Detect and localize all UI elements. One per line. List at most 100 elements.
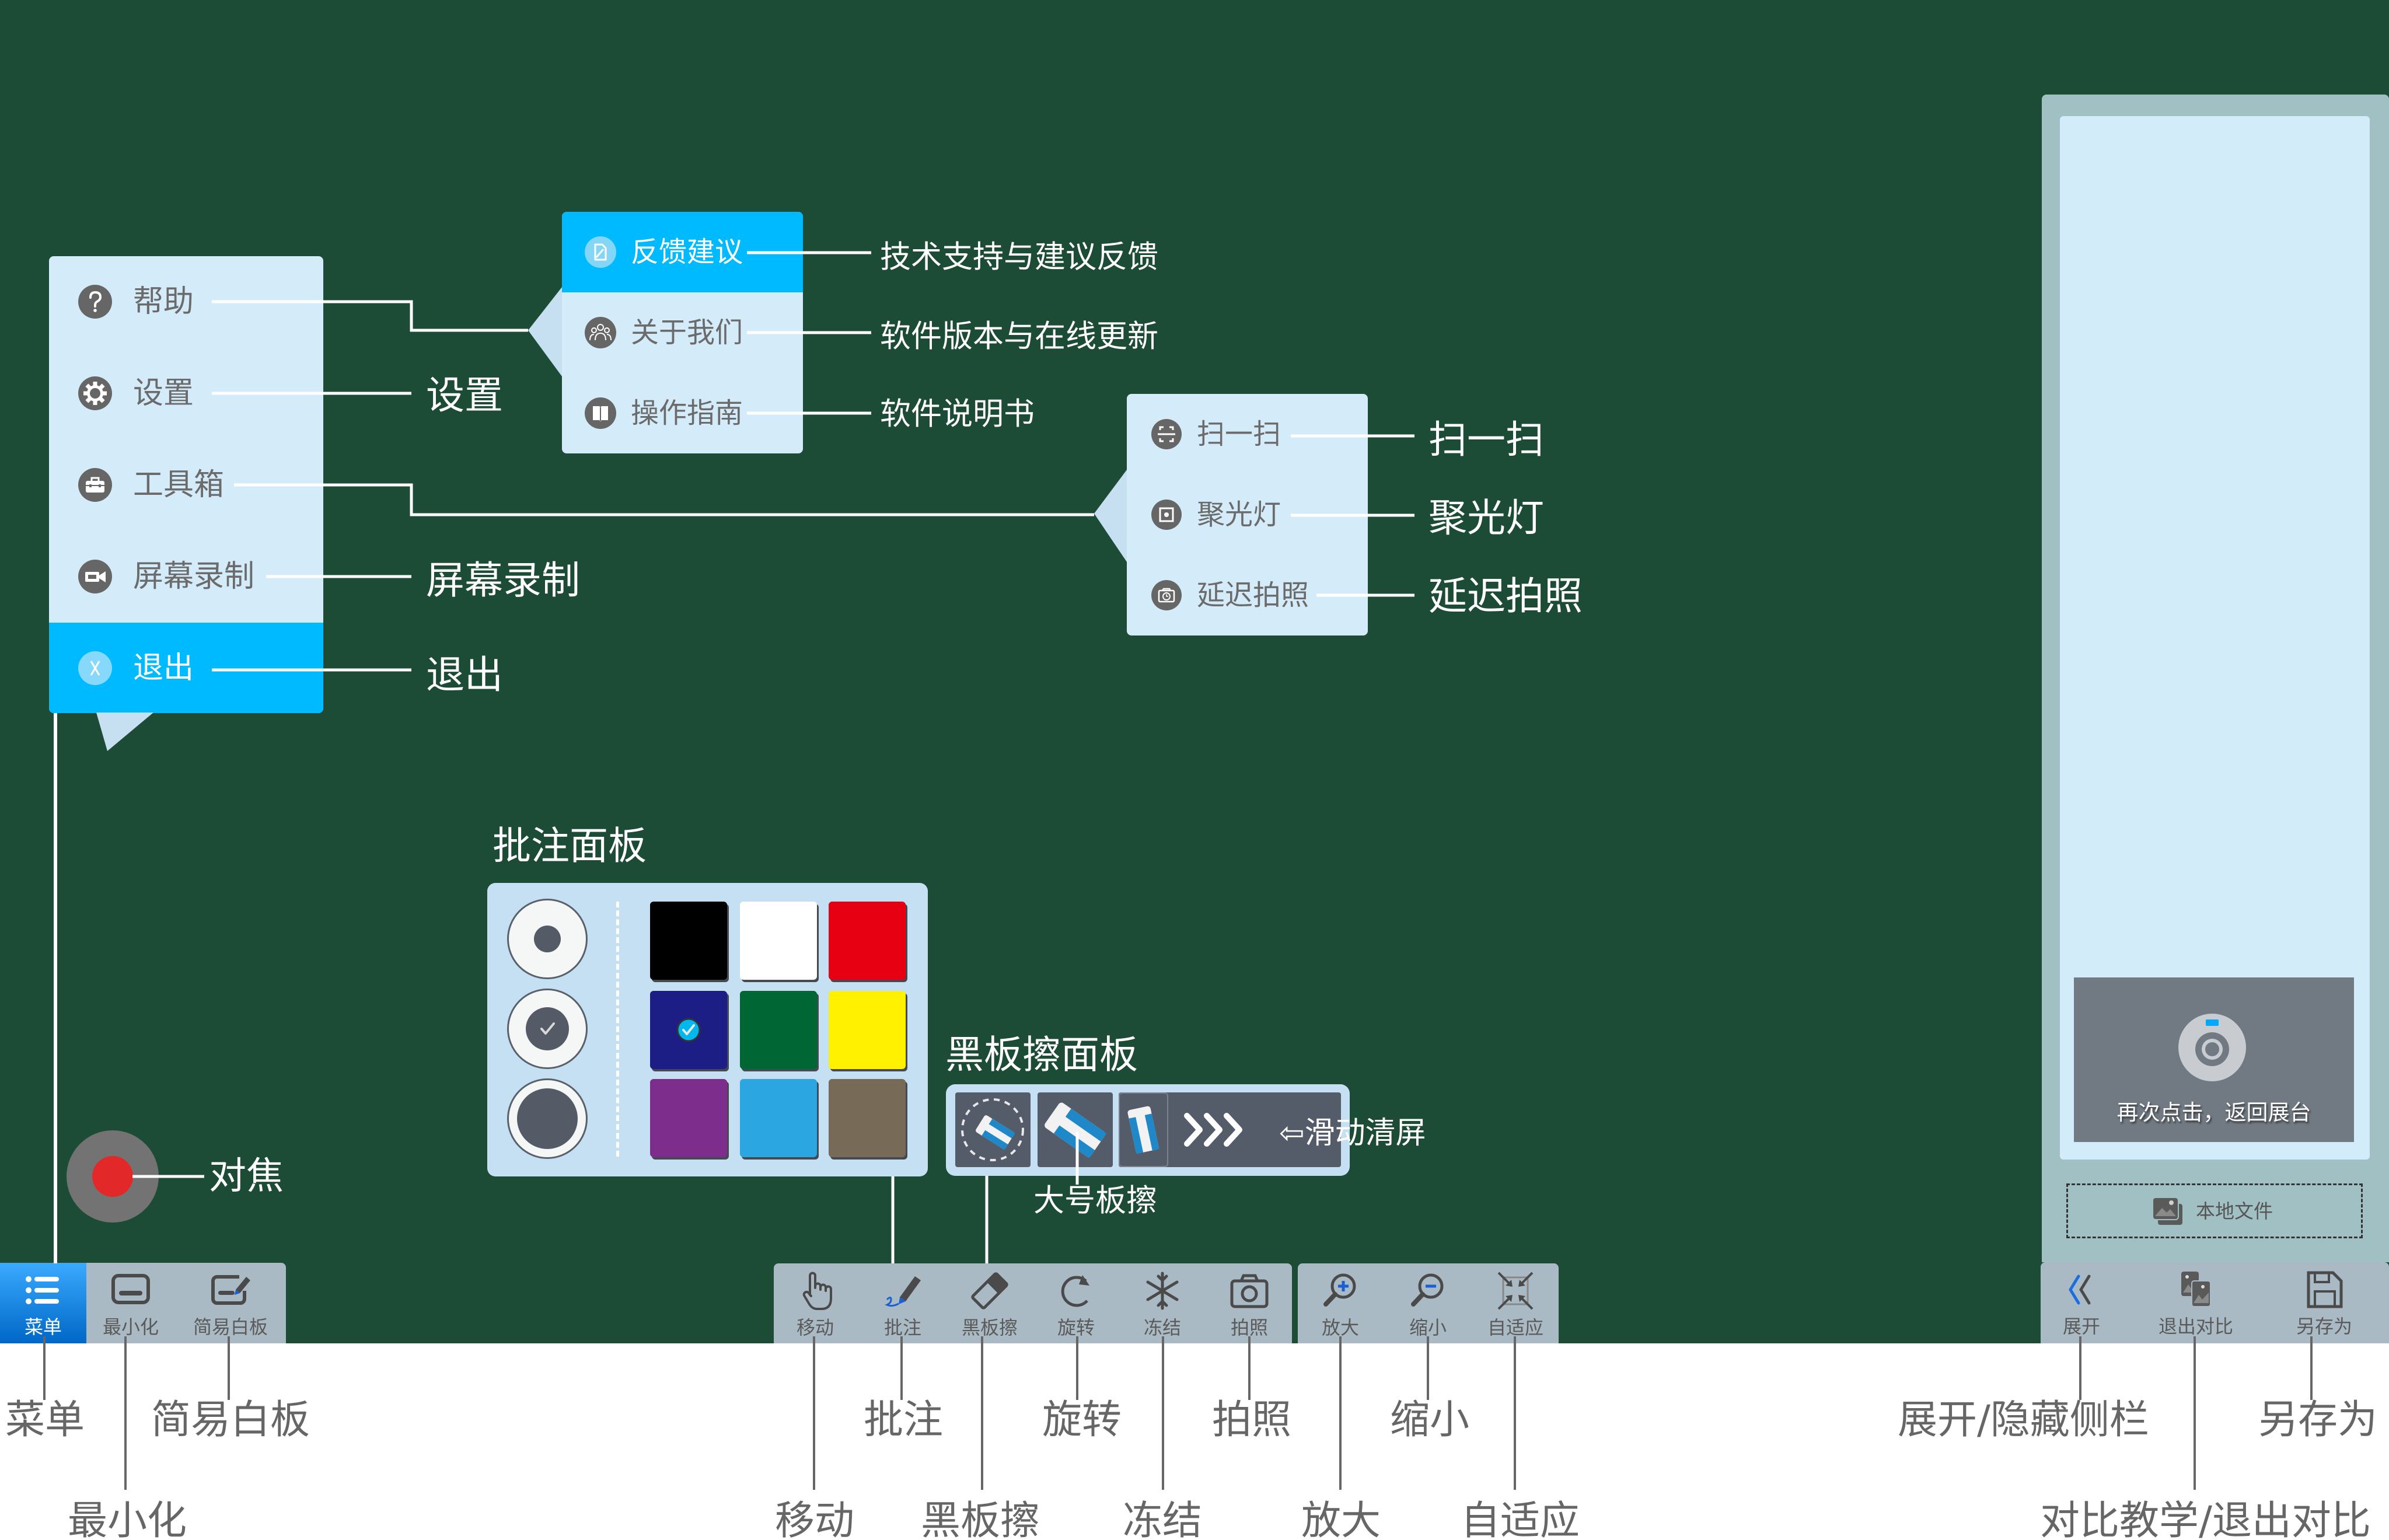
color-swatch-green[interactable] xyxy=(740,991,817,1069)
color-swatch-red[interactable] xyxy=(829,902,906,980)
callout-scan: 扫一扫 xyxy=(1428,417,1544,462)
submenu-item-label: 关于我们 xyxy=(631,316,743,349)
legend-fit: 自适应 xyxy=(1461,1498,1580,1540)
focus-button[interactable] xyxy=(67,1130,159,1223)
submenu-item-label: 操作指南 xyxy=(631,397,743,429)
color-swatch-white[interactable] xyxy=(740,902,817,980)
submenu-item-label: 聚光灯 xyxy=(1197,498,1281,531)
toolbar-label: 放大 xyxy=(1321,1316,1359,1339)
fit-screen-button[interactable]: 自适应 xyxy=(1472,1263,1559,1343)
color-swatch-light-blue[interactable] xyxy=(740,1079,817,1157)
camera-prompt-text: 再次点击，返回展台 xyxy=(2116,1100,2311,1125)
toolbar-label: 退出对比 xyxy=(2158,1315,2233,1338)
eraser-panel xyxy=(946,1084,1350,1176)
video-camera-icon xyxy=(78,560,112,593)
zoom-out-icon xyxy=(1411,1273,1444,1307)
menu-item-help[interactable]: 帮助 xyxy=(49,256,323,348)
callout-delayed-photo: 延迟拍照 xyxy=(1428,574,1583,619)
menu-item-label: 设置 xyxy=(133,376,194,411)
submenu-item-spotlight[interactable]: 聚光灯 xyxy=(1127,474,1368,555)
people-icon xyxy=(585,317,616,348)
sidebar-preview-panel: 再次点击，返回展台 xyxy=(2060,116,2370,1160)
panel-divider xyxy=(616,902,619,1157)
focus-record-dot xyxy=(92,1156,133,1197)
toolbar-tools: 移动 批注 黑板擦 旋转 xyxy=(774,1263,1292,1343)
menu-item-toolbox[interactable]: 工具箱 xyxy=(49,439,323,531)
help-icon xyxy=(78,285,112,319)
exit-icon xyxy=(78,651,112,685)
camera-icon xyxy=(1230,1274,1269,1308)
menu-item-exit[interactable]: 退出 xyxy=(49,623,323,713)
submenu-item-about[interactable]: 关于我们 xyxy=(562,292,803,373)
help-submenu: 反馈建议 关于我们 操作指南 xyxy=(562,212,803,453)
whiteboard-button[interactable]: 简易白板 xyxy=(187,1263,274,1343)
feedback-icon xyxy=(585,236,616,268)
save-as-button[interactable]: 另存为 xyxy=(2280,1262,2368,1343)
legend-eraser: 黑板擦 xyxy=(921,1498,1040,1540)
legend-photo: 拍照 xyxy=(1212,1397,1292,1443)
annotate-button[interactable]: 批注 xyxy=(859,1263,946,1343)
local-file-button[interactable]: 本地文件 xyxy=(2066,1183,2363,1238)
slide-to-clear-slider[interactable] xyxy=(1119,1092,1341,1167)
toolbar-label: 自适应 xyxy=(1487,1316,1543,1339)
eraser-button[interactable]: 黑板擦 xyxy=(946,1263,1033,1343)
help-submenu-pointer xyxy=(528,287,562,376)
menu-item-label: 屏幕录制 xyxy=(133,559,255,594)
compare-icon xyxy=(2181,1272,2211,1307)
menu-button[interactable]: 菜单 xyxy=(0,1263,86,1343)
book-icon xyxy=(585,397,616,429)
color-swatch-black[interactable] xyxy=(650,902,727,980)
menu-item-screen-record[interactable]: 屏幕录制 xyxy=(49,531,323,623)
exit-compare-button[interactable]: 退出对比 xyxy=(2152,1262,2240,1343)
toolbar-zoom: 放大 缩小 自适应 xyxy=(1298,1263,1559,1343)
zoom-out-button[interactable]: 缩小 xyxy=(1384,1263,1472,1343)
slide-eraser-handle[interactable] xyxy=(1119,1092,1168,1167)
submenu-item-guide[interactable]: 操作指南 xyxy=(562,373,803,453)
legend-compare: 对比教学/退出对比 xyxy=(2040,1498,2371,1540)
large-eraser-button[interactable] xyxy=(1038,1092,1113,1167)
color-swatch-yellow[interactable] xyxy=(829,991,906,1069)
photo-button[interactable]: 拍照 xyxy=(1206,1263,1293,1343)
legend-freeze: 冻结 xyxy=(1123,1498,1203,1540)
pen-size-large[interactable] xyxy=(507,1078,588,1159)
callout-line-toolbox xyxy=(234,483,1094,516)
pen-icon xyxy=(885,1276,921,1307)
menu-item-settings[interactable]: 设置 xyxy=(49,348,323,439)
freeze-button[interactable]: 冻结 xyxy=(1119,1263,1206,1343)
toolbar-right: 展开 退出对比 另存为 xyxy=(2041,1262,2389,1343)
zoom-in-button[interactable]: 放大 xyxy=(1297,1263,1384,1343)
move-button[interactable]: 移动 xyxy=(771,1263,859,1343)
callout-large-eraser: 大号板擦 xyxy=(1033,1183,1157,1218)
check-icon xyxy=(540,1022,555,1035)
toolbox-submenu-pointer xyxy=(1094,470,1127,562)
chevrons-left-icon xyxy=(2069,1274,2091,1305)
eraser-icon xyxy=(971,1272,1008,1309)
pen-size-dot xyxy=(526,1007,569,1050)
submenu-item-delayed-photo[interactable]: 延迟拍照 xyxy=(1127,555,1368,635)
callout-about: 软件版本与在线更新 xyxy=(880,319,1158,354)
toolbar-label: 另存为 xyxy=(2296,1315,2352,1338)
submenu-item-label: 扫一扫 xyxy=(1197,418,1281,451)
expand-sidebar-button[interactable]: 展开 xyxy=(2038,1262,2125,1343)
rotate-icon xyxy=(1061,1275,1089,1307)
minimize-button[interactable]: 最小化 xyxy=(87,1263,174,1343)
large-eraser-icon xyxy=(1045,1102,1107,1158)
return-to-camera-button[interactable]: 再次点击，返回展台 xyxy=(2074,977,2354,1142)
save-icon xyxy=(2307,1271,2343,1308)
color-swatch-navy[interactable] xyxy=(650,991,727,1069)
toolbox-icon xyxy=(78,468,112,502)
legend-move: 移动 xyxy=(775,1498,855,1540)
legend-zoom-out: 缩小 xyxy=(1390,1397,1470,1443)
toolbar-label: 拍照 xyxy=(1230,1316,1268,1339)
submenu-item-scan[interactable]: 扫一扫 xyxy=(1127,394,1368,474)
toolbar-left: 菜单 最小化 简易白板 xyxy=(0,1263,286,1343)
rotate-button[interactable]: 旋转 xyxy=(1032,1263,1120,1343)
color-swatch-brown[interactable] xyxy=(829,1079,906,1157)
toolbar-label: 旋转 xyxy=(1057,1316,1095,1339)
pen-size-medium[interactable] xyxy=(507,989,588,1069)
small-eraser-button[interactable] xyxy=(955,1092,1031,1167)
color-swatch-purple[interactable] xyxy=(650,1079,727,1157)
submenu-item-feedback[interactable]: 反馈建议 xyxy=(562,212,803,292)
pen-size-small[interactable] xyxy=(507,899,588,979)
